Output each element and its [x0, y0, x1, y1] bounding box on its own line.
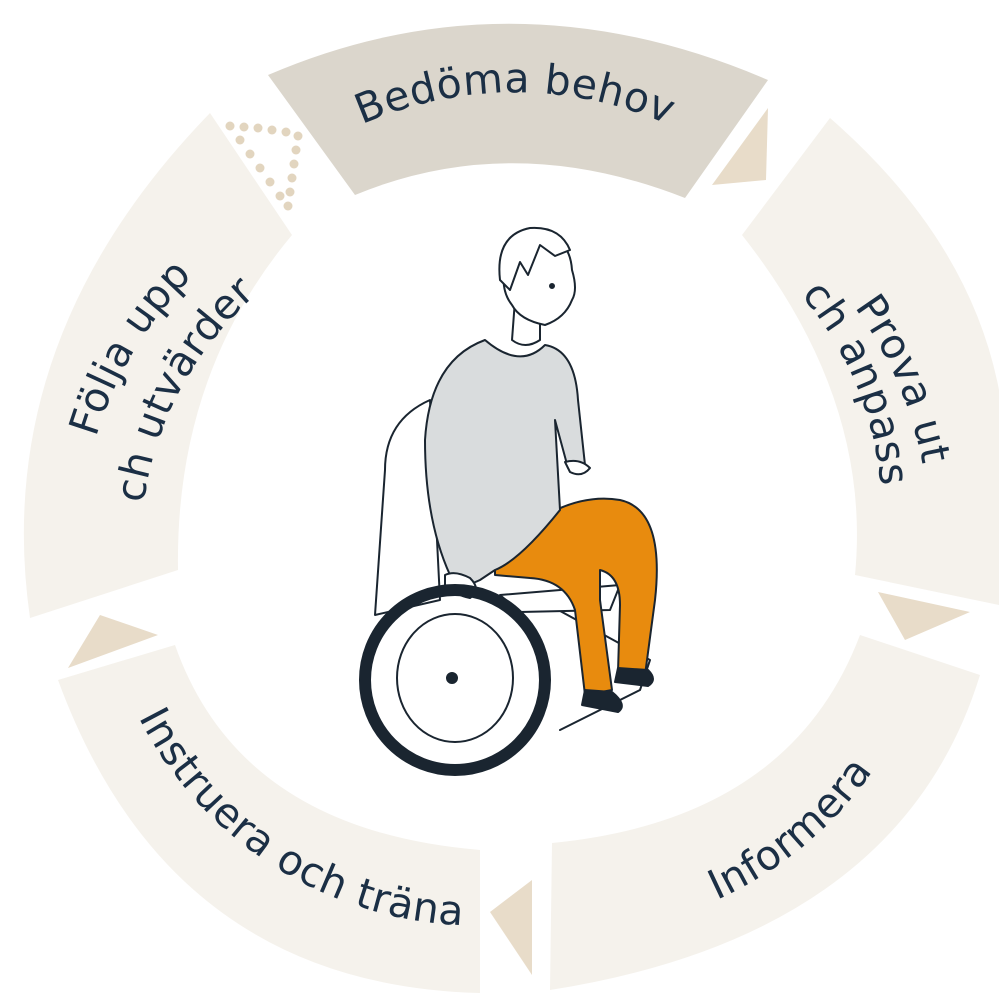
eye	[549, 283, 555, 289]
hair	[498, 226, 571, 291]
arrow-left	[68, 615, 158, 668]
shoe-left	[581, 689, 623, 713]
trousers	[494, 497, 658, 696]
chair-back	[374, 399, 441, 616]
wheel-hub	[446, 672, 458, 684]
wheelchair-user-illustration	[359, 226, 658, 776]
segment-prova-ut[interactable]	[742, 118, 999, 605]
arrow-right	[878, 592, 970, 640]
wheel-outer	[359, 584, 551, 776]
shoe-right	[614, 667, 654, 687]
sweater	[424, 339, 586, 585]
arrow-top-right	[712, 108, 768, 185]
wheel-inner	[396, 613, 514, 743]
segment-bedoma-behov[interactable]	[268, 23, 768, 198]
ring-segments	[23, 23, 999, 993]
segment-folja-upp[interactable]	[23, 113, 292, 618]
connector-arrows	[68, 108, 970, 975]
arrow-bottom	[490, 880, 532, 975]
segment-informera[interactable]	[550, 635, 980, 990]
segment-instruera[interactable]	[58, 645, 480, 993]
hand-right	[564, 459, 591, 476]
dotted-arrow-top-left	[225, 121, 303, 211]
